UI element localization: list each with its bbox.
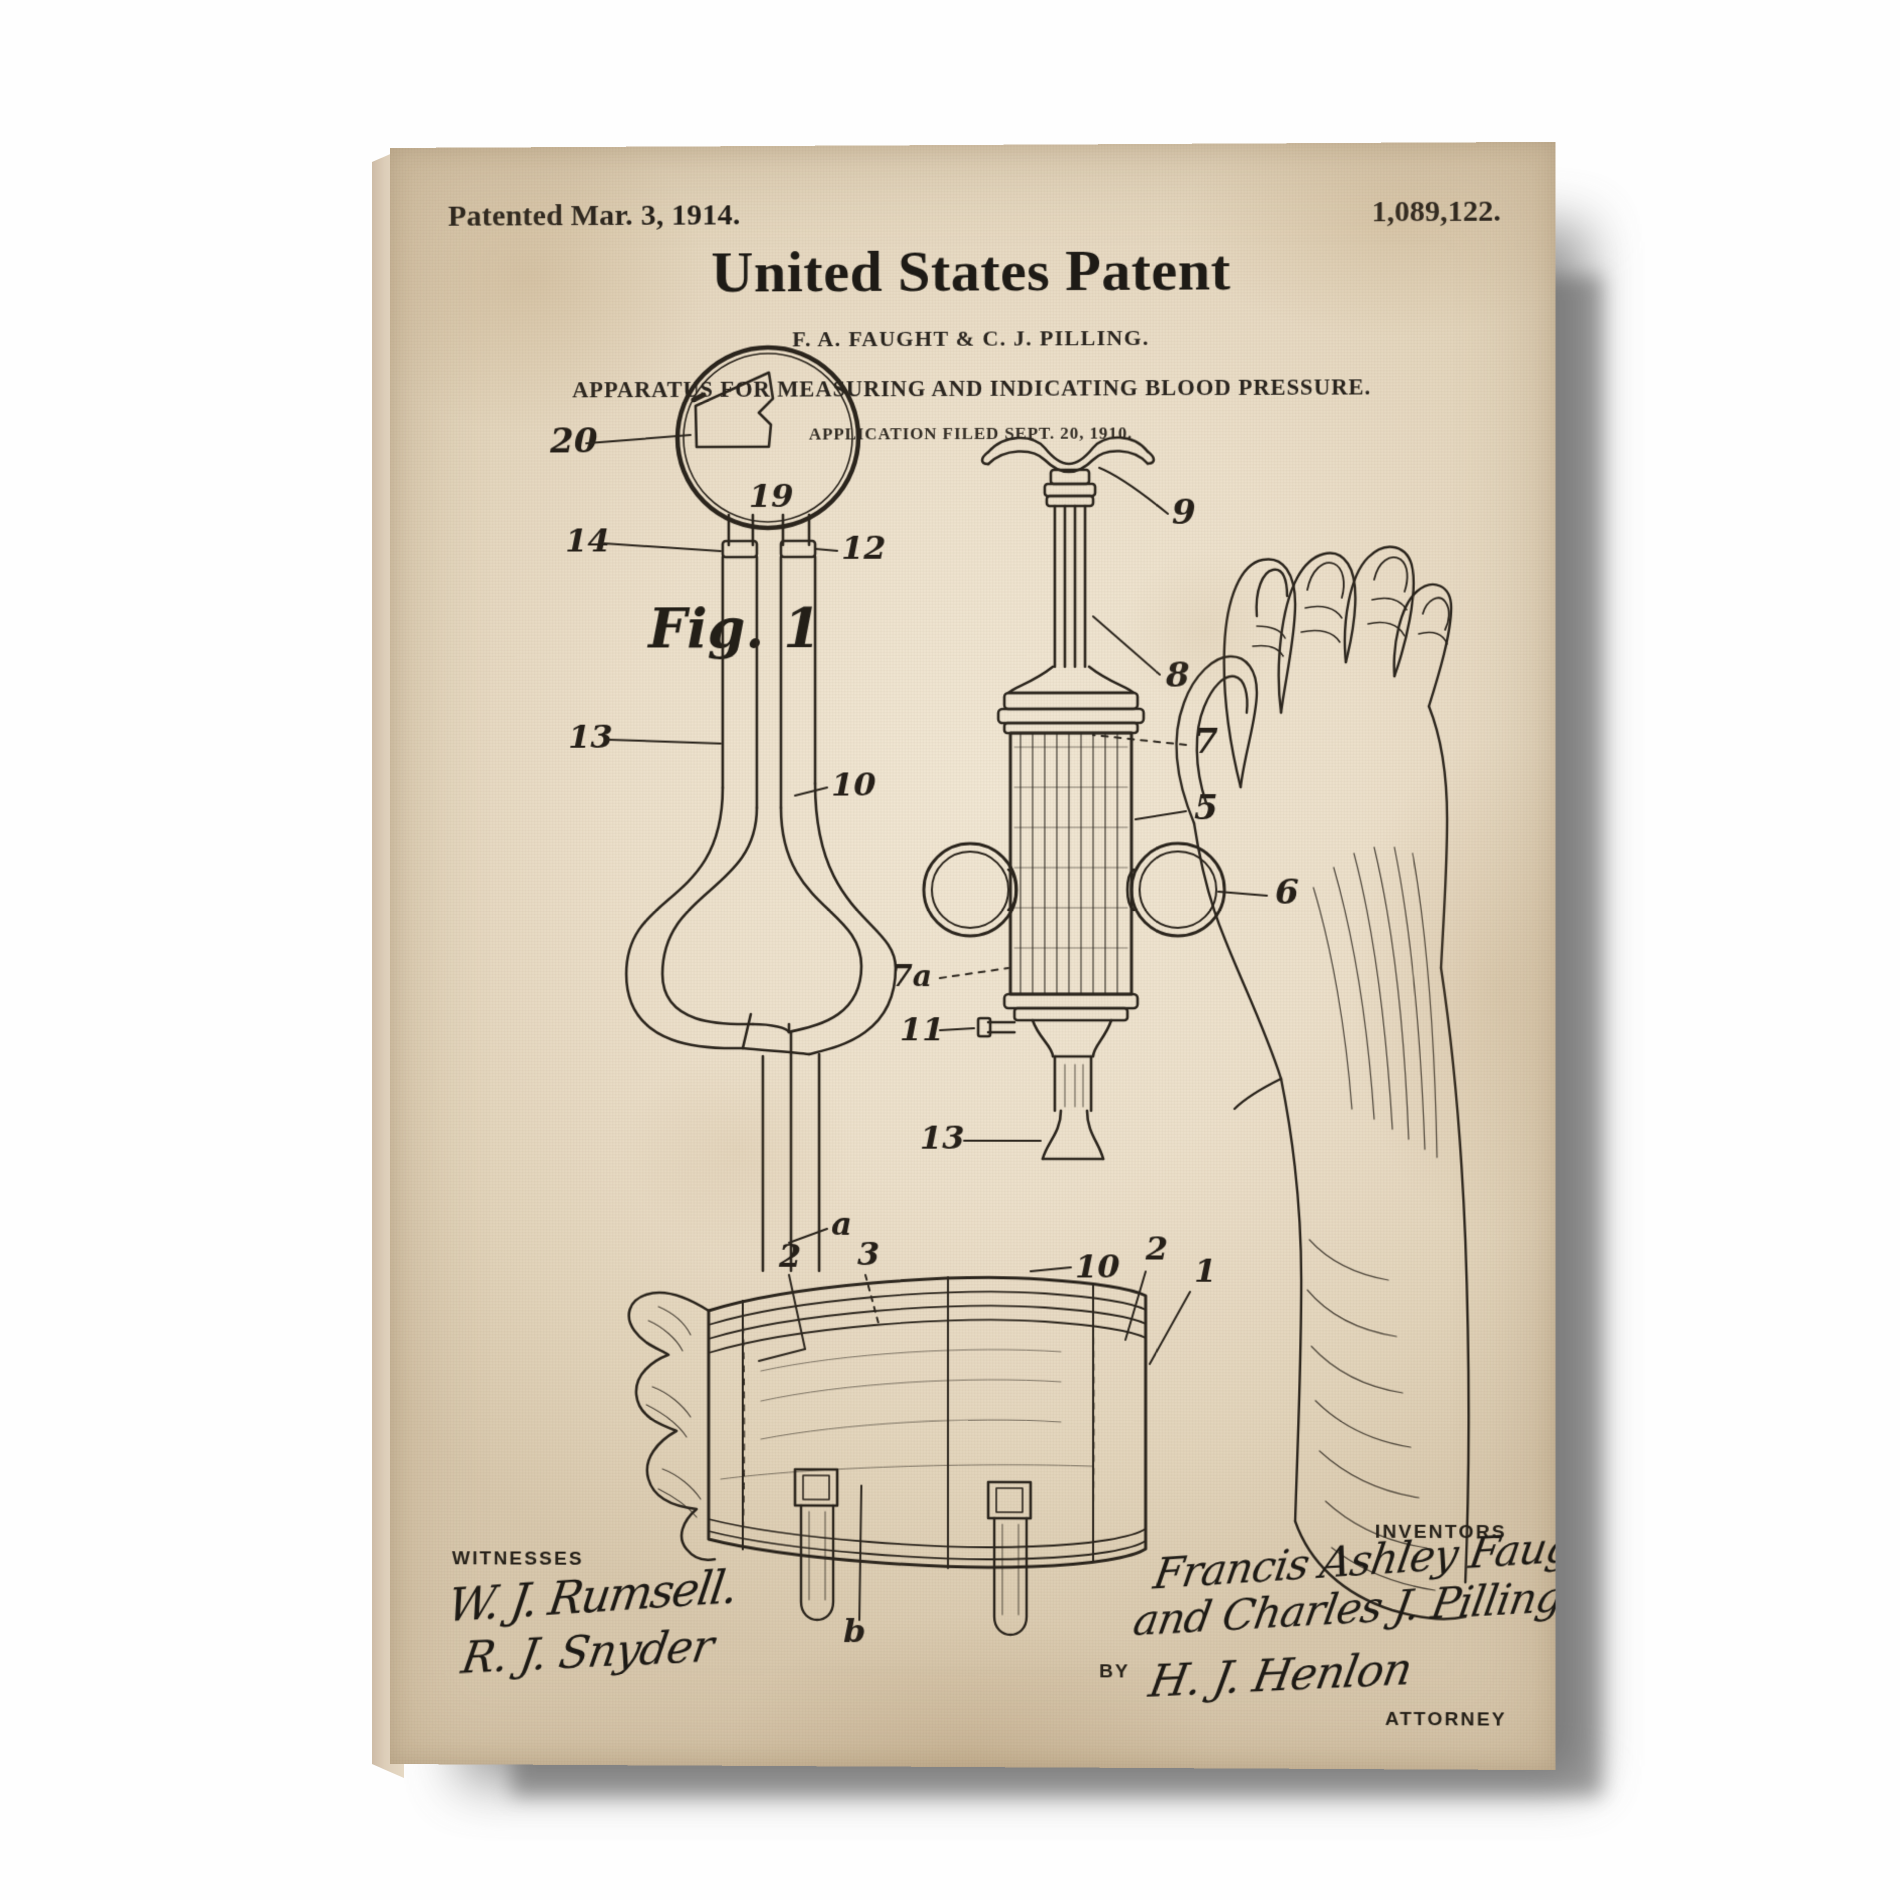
callout-9: 9 [1172,493,1196,533]
callout-19: 19 [749,477,794,515]
callout-1: 1 [1194,1252,1217,1290]
patent-drawing: Fig. 1 20 19 [390,142,1556,1770]
callout-b: b [843,1612,866,1650]
callout-5: 5 [1194,788,1218,828]
callout-13-b: 13 [920,1119,965,1157]
callout-3: 3 [857,1235,879,1273]
arm-and-hand [1177,547,1469,1619]
witnesses-label: WITNESSES [452,1548,584,1570]
attorney-label: ATTORNEY [1384,1708,1507,1731]
callout-6: 6 [1275,873,1299,913]
callout-20: 20 [549,421,598,461]
by-label: BY [1099,1661,1130,1683]
figure-label: Fig. 1 [646,596,821,661]
callout-10-a: 10 [831,765,876,803]
callout-11: 11 [900,1010,945,1048]
canvas-print: Patented Mar. 3, 1914. 1,089,122. United… [372,141,1556,1778]
callout-10-b: 10 [1075,1247,1120,1285]
patent-paper: Patented Mar. 3, 1914. 1,089,122. United… [390,141,1556,1771]
callout-7a: 7a [892,959,933,994]
callout-2-right: 2 [1145,1229,1168,1267]
callout-a: a [831,1205,852,1243]
pump-assembly: 9 8 [892,437,1299,1159]
callout-8: 8 [1165,655,1190,695]
callout-12: 12 [841,529,886,567]
callout-13-a: 13 [568,718,613,756]
cuff-assembly: 2 3 10 2 1 a [629,1205,1217,1650]
callout-2-left: 2 [778,1237,801,1275]
callout-14: 14 [565,521,610,559]
gauge-assembly: 20 19 14 12 [549,347,895,1271]
